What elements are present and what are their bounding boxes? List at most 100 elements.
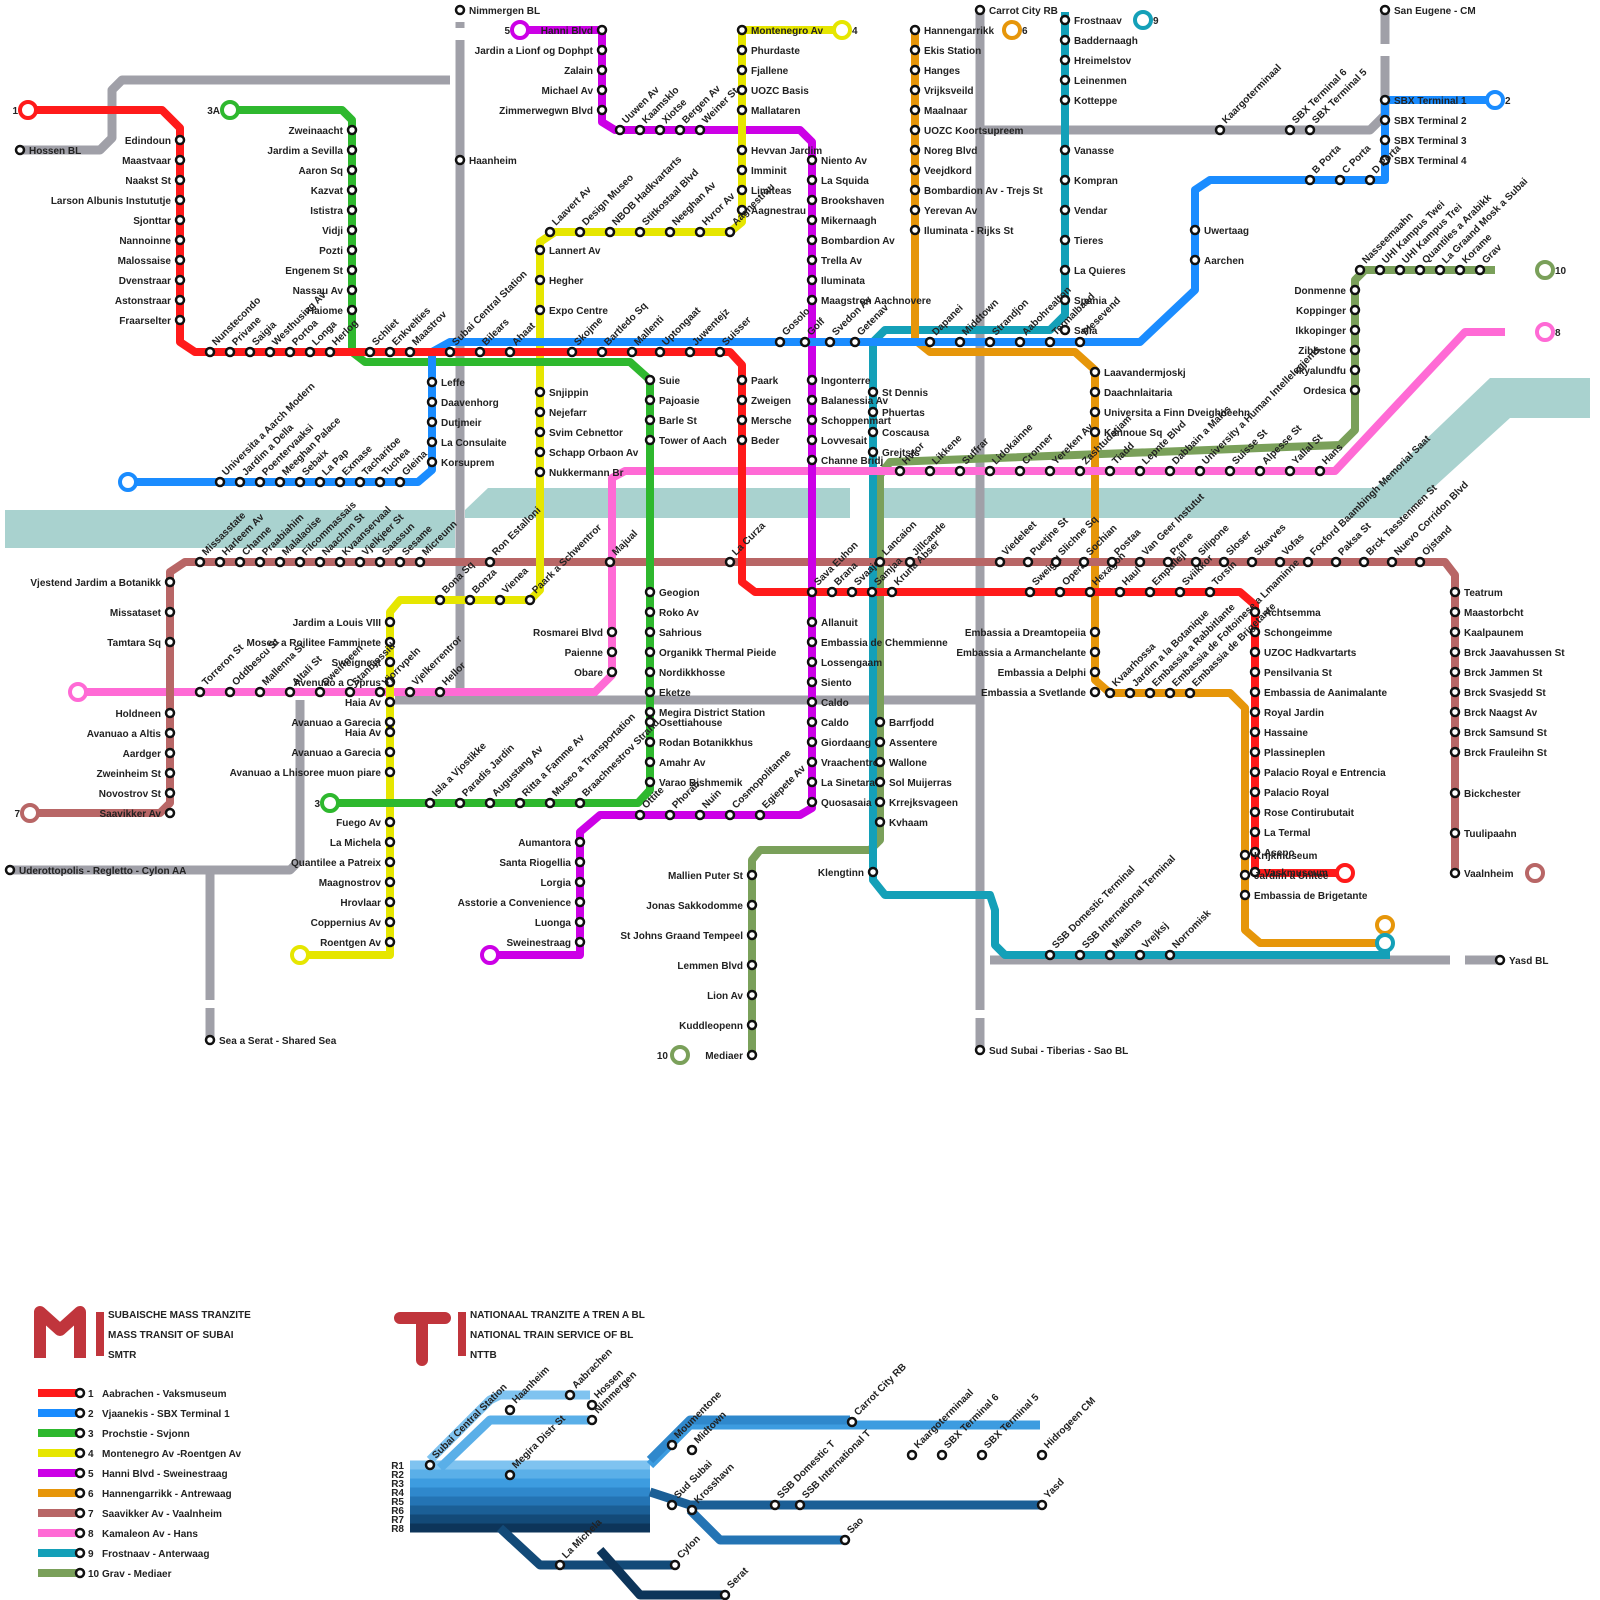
station-label: SBX Terminal 3 [1394, 136, 1467, 147]
station-marker [909, 224, 921, 236]
station-label: Kompran [1074, 176, 1118, 187]
station-label: Iluminata [821, 276, 865, 287]
station-label: Royal Jardin [1264, 708, 1324, 719]
station-marker [806, 234, 818, 246]
rail-route-label: R3 [391, 1479, 404, 1490]
station-marker [1349, 324, 1361, 336]
station-label: Iluminata - Rijks St [924, 226, 1014, 237]
station-label: Nimmergen BL [469, 6, 540, 17]
station-label: Obare [574, 668, 603, 679]
badge-label-3a: 3A [207, 106, 220, 117]
station-label: St Dennis [882, 388, 929, 399]
station-label: Korsuprem [441, 458, 494, 469]
legend-marker [74, 1527, 86, 1539]
station-label: Brck Svasjedd St [1464, 688, 1546, 699]
station-marker [1474, 264, 1486, 276]
legend-marker [74, 1387, 86, 1399]
station-label: Kaalpaunem [1464, 628, 1524, 639]
station-marker [1054, 586, 1066, 598]
badge-label-5: 5 [504, 26, 510, 37]
station-marker [384, 676, 396, 688]
station-marker [644, 666, 656, 678]
legend-num-6: 6 [88, 1489, 94, 1500]
station-marker [736, 184, 748, 196]
rail-branch [646, 1415, 850, 1464]
legend-marker [74, 1427, 86, 1439]
legend-marker [74, 1407, 86, 1419]
station-label: Jardim a Louis VIII [293, 618, 382, 629]
station-label: Koppinger [1296, 306, 1346, 317]
station-marker [874, 716, 886, 728]
station-marker [174, 314, 186, 326]
station-marker [586, 1399, 598, 1411]
station-marker [1249, 706, 1261, 718]
station-label: Zweigen [751, 396, 791, 407]
station-label: Michael Av [542, 86, 594, 97]
station-marker [906, 1449, 918, 1461]
station-marker [1089, 626, 1101, 638]
station-marker [1059, 74, 1071, 86]
station-marker [1302, 556, 1314, 568]
station-label: Nuin [700, 788, 723, 811]
station-marker [1239, 889, 1251, 901]
station-label: Embassia a Armanchelante [956, 648, 1086, 659]
station-marker [596, 84, 608, 96]
station-marker [264, 346, 276, 358]
station-label: Lorgia [540, 878, 571, 889]
station-label: Sea a Serat - Shared Sea [219, 1036, 337, 1047]
legend-num-9: 9 [88, 1549, 94, 1560]
rail-branch [648, 1487, 1040, 1510]
station-marker [666, 1439, 678, 1451]
station-marker [644, 706, 656, 718]
station-marker [1074, 336, 1086, 348]
station-marker [1358, 556, 1370, 568]
station-label: Zibbstone [1298, 346, 1346, 357]
rail-branch [496, 1524, 675, 1570]
station-label: C Porta [1340, 143, 1373, 176]
station-label: Paienne [565, 648, 604, 659]
station-label: UOZC Basis [751, 86, 809, 97]
station-marker [1349, 344, 1361, 356]
station-marker [746, 989, 758, 1001]
station-marker [384, 696, 396, 708]
station-label: Roentgen Av [320, 938, 381, 949]
rail-route-label: R5 [391, 1497, 404, 1508]
legend-name-3: Prochstie - Svjonn [102, 1429, 190, 1440]
station-label: Mallien Puter St [668, 871, 744, 882]
station-label: Leffe [441, 378, 465, 389]
station-label: Naakst St [125, 176, 171, 187]
station-label: B Porta [1310, 143, 1343, 176]
station-label: Aardger [123, 749, 161, 760]
station-label: Aaron Sq [299, 166, 343, 177]
station-label: Krijkmuseum [1254, 851, 1317, 862]
station-label: Avanuao a Altis [87, 729, 162, 740]
station-marker [374, 476, 386, 488]
station-marker [1059, 174, 1071, 186]
station-marker [1304, 124, 1316, 136]
badge-7b [1525, 863, 1545, 883]
station-label: Laavandermjoskj [1104, 368, 1186, 379]
station-marker [626, 346, 638, 358]
station-marker [604, 556, 616, 568]
station-marker [1249, 806, 1261, 818]
station-marker [314, 476, 326, 488]
station-marker [644, 586, 656, 598]
station-marker [346, 144, 358, 156]
station-marker [634, 124, 646, 136]
legend-num-8: 8 [88, 1529, 94, 1540]
station-label: Embassia a Rabbitlante [1150, 602, 1237, 689]
station-marker [806, 294, 818, 306]
station-label: Coscausa [882, 428, 930, 439]
station-marker [524, 594, 536, 606]
station-marker [564, 1389, 576, 1401]
station-marker [174, 194, 186, 206]
station-label: Yerevan Av [924, 206, 978, 217]
station-marker [544, 226, 556, 238]
rail-route-label: R6 [391, 1506, 404, 1517]
station-marker [806, 676, 818, 688]
station-marker [736, 394, 748, 406]
rail-gaps [205, 28, 1390, 1018]
station-marker [1106, 556, 1118, 568]
station-label: Embassia de Aanimalante [1264, 688, 1387, 699]
station-marker [909, 84, 921, 96]
